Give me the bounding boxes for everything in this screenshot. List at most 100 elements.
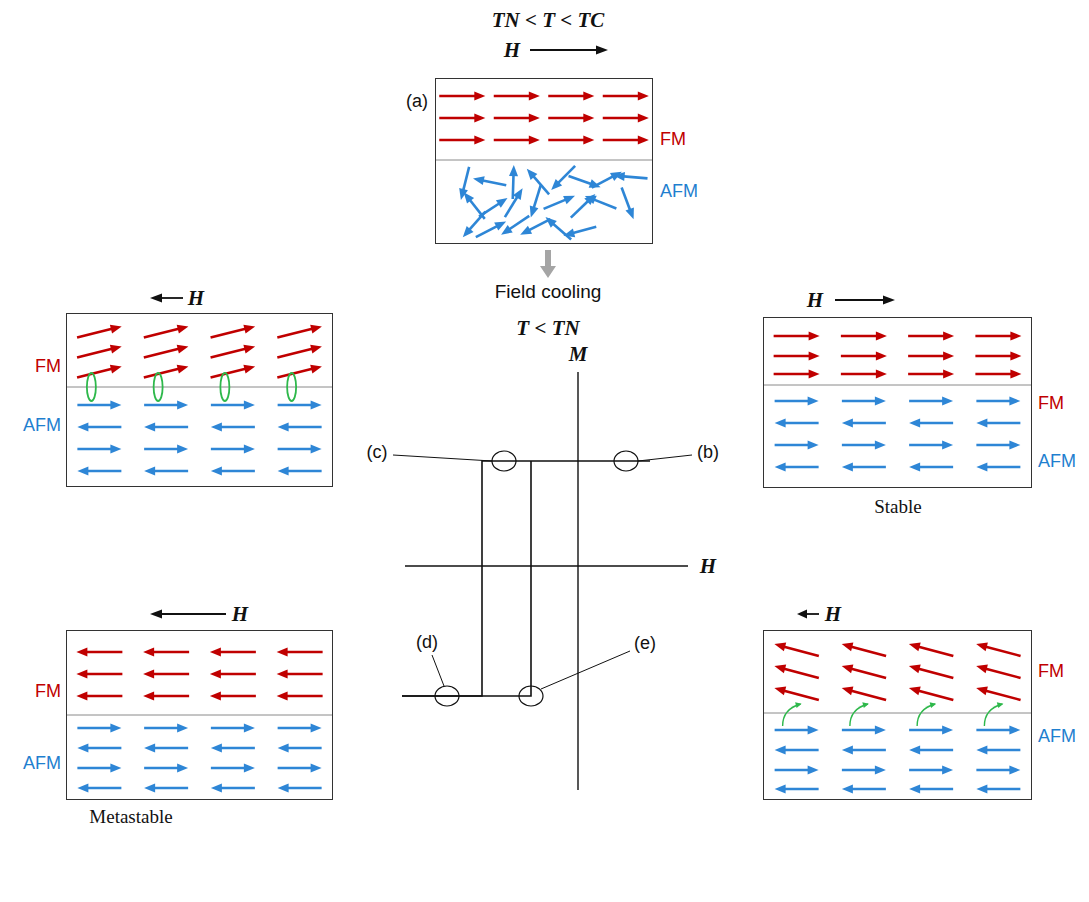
arrow-head — [278, 744, 289, 753]
arrow-shaft — [806, 613, 819, 615]
spin-arrow — [277, 345, 322, 358]
arrow-head — [809, 352, 820, 361]
arrow-shaft — [842, 444, 876, 447]
spin-arrow — [494, 136, 540, 145]
spin-arrow — [603, 136, 649, 145]
sample-panel: FMAFMMetastable — [66, 630, 333, 800]
arrow-head — [150, 610, 162, 619]
interface-line — [764, 385, 1031, 386]
arrow-head — [494, 222, 506, 231]
spin-arrow — [774, 687, 818, 700]
arrow-head — [243, 365, 255, 374]
spin-arrow — [144, 467, 188, 476]
spin-arrow — [976, 463, 1020, 472]
arrow-shaft — [919, 647, 954, 656]
arrow-shaft — [144, 329, 179, 338]
spin-arrow — [841, 352, 887, 361]
arrow-head — [277, 692, 288, 701]
spin-arrow — [975, 352, 1021, 361]
spin-arrow — [144, 423, 188, 432]
arrow-shaft — [909, 769, 943, 772]
spin-arrow — [976, 643, 1020, 656]
arrow-head — [862, 702, 869, 708]
arrow-head — [464, 192, 474, 203]
arrow-shaft — [144, 727, 178, 730]
arrow-head — [177, 764, 188, 773]
arrow-head — [143, 692, 154, 701]
arrow-head — [144, 423, 155, 432]
arrow-shaft — [785, 749, 819, 752]
arrow-head — [997, 702, 1004, 708]
arrow-shaft — [975, 373, 1011, 376]
spin-arrow — [143, 648, 189, 657]
arrow-head — [177, 445, 188, 454]
arrow-head — [775, 419, 786, 428]
arrow-shaft — [211, 767, 245, 770]
arrow-head — [909, 419, 920, 428]
spin-arrow — [144, 744, 188, 753]
arrow-shaft — [144, 767, 178, 770]
arrow-head — [110, 365, 122, 374]
arrow-head — [808, 726, 819, 735]
spin-arrow — [144, 445, 188, 454]
arrow-shaft — [986, 647, 1021, 656]
arrow-head — [527, 169, 538, 180]
spin-arrow — [210, 670, 256, 679]
spin-arrow — [278, 784, 322, 793]
spin-arrow — [548, 92, 594, 101]
arrow-head — [842, 746, 853, 755]
arrow-shaft — [220, 651, 256, 654]
arrow-head — [144, 784, 155, 793]
torque-arrow-head — [858, 702, 869, 708]
spin-arrow — [211, 365, 256, 378]
arrow-shaft — [784, 647, 819, 656]
arrow-shaft — [775, 444, 809, 447]
arrow-shaft — [86, 695, 122, 698]
spin-arrow — [585, 196, 617, 209]
arrow-head — [496, 198, 508, 208]
arrow-head — [278, 784, 289, 793]
arrow-shaft — [548, 117, 584, 120]
arrow-shaft — [908, 355, 944, 358]
spin-arrow — [77, 423, 121, 432]
arrow-head — [110, 445, 121, 454]
spin-arrow — [210, 692, 256, 701]
spin-arrow — [494, 92, 540, 101]
arrow-head — [596, 46, 608, 55]
symbol-label: H — [825, 602, 841, 626]
arrow-shaft — [558, 166, 575, 183]
arrow-shaft — [544, 200, 566, 209]
arrow-head — [463, 226, 474, 237]
arrow-shaft — [603, 117, 639, 120]
arrow-shaft — [463, 167, 469, 190]
arrow-shaft — [87, 426, 121, 429]
arrow-head — [875, 441, 886, 450]
arrow-head — [311, 764, 322, 773]
arrow-shaft — [86, 651, 122, 654]
spin-arrow — [544, 196, 575, 209]
spin-arrow — [143, 670, 189, 679]
arrow-shaft — [986, 749, 1020, 752]
spin-arrow — [563, 227, 596, 237]
arrow-head — [976, 419, 987, 428]
spin-arrow — [774, 370, 820, 379]
spin-arrow — [842, 643, 886, 656]
arrow-head — [563, 229, 575, 238]
arrow-shaft — [835, 299, 884, 301]
spin-arrow — [278, 445, 322, 454]
spin-arrow — [909, 419, 953, 428]
arrow-shaft — [571, 201, 588, 218]
arrow-shaft — [909, 444, 943, 447]
spin-arrow — [211, 325, 256, 338]
arrow-head — [876, 352, 887, 361]
field-arrow — [835, 296, 895, 305]
spin-arrow — [77, 345, 122, 358]
arrow-shaft — [161, 297, 183, 299]
spin-arrow — [211, 724, 255, 733]
spin-arrow — [909, 397, 953, 406]
arrow-shaft — [505, 197, 517, 217]
arrow-head — [77, 744, 88, 753]
arrow-head — [77, 423, 88, 432]
arrow-shaft — [221, 470, 255, 473]
process-label: Field cooling — [495, 281, 602, 303]
